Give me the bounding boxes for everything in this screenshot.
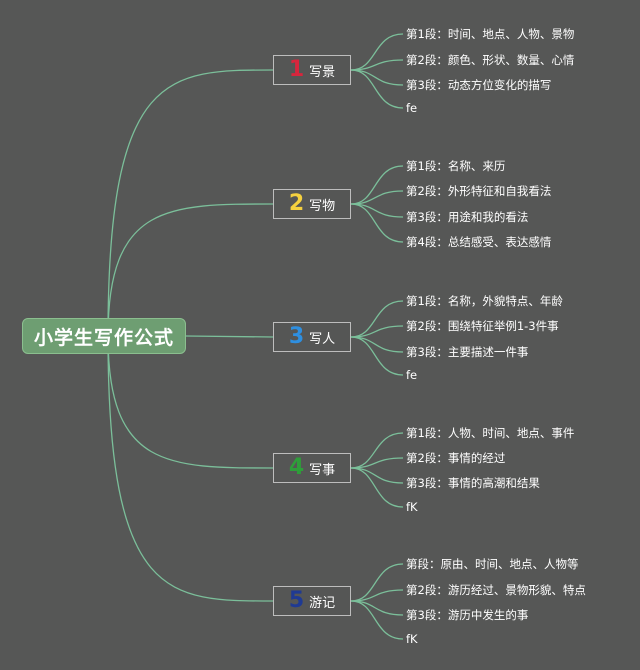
topic-label-4: 写事: [309, 462, 336, 478]
root-link-3: [185, 335, 274, 338]
leaf-link-5-3: [350, 600, 404, 616]
leaf-2-1[interactable]: 第1段：名称、来历: [406, 159, 506, 173]
leaf-3-1[interactable]: 第1段：名称，外貌特点、年龄: [406, 294, 563, 308]
topic-label-3: 写人: [309, 331, 336, 347]
topic-label-2: 写物: [309, 198, 336, 214]
leaf-4-4[interactable]: fK: [406, 500, 418, 514]
leaf-link-2-4: [350, 203, 404, 243]
root-node[interactable]: 小学生写作公式: [22, 318, 186, 354]
leaf-3-2[interactable]: 第2段：围绕特征举例1-3件事: [406, 319, 559, 333]
leaf-link-3-2: [350, 325, 404, 338]
leaf-link-1-4: [350, 69, 404, 109]
topic-number-4: 4: [288, 455, 305, 480]
leaf-1-3[interactable]: 第3段：动态方位变化的描写: [406, 78, 552, 92]
leaf-2-4[interactable]: 第4段：总结感受、表达感情: [406, 235, 552, 249]
leaf-3-4[interactable]: fe: [406, 368, 418, 382]
topic-label-5: 游记: [309, 595, 336, 611]
leaf-link-5-4: [350, 600, 404, 640]
leaf-link-1-3: [350, 69, 404, 86]
topic-node-1[interactable]: 1 写景: [273, 55, 351, 85]
leaf-link-3-4: [350, 336, 404, 376]
topic-number-2: 2: [288, 191, 305, 216]
leaf-2-3[interactable]: 第3段：用途和我的看法: [406, 210, 529, 224]
leaf-5-2[interactable]: 第2段：游历经过、景物形貌、特点: [406, 583, 586, 597]
leaf-4-1[interactable]: 第1段：人物、时间、地点、事件: [406, 426, 575, 440]
topic-node-4[interactable]: 4 写事: [273, 453, 351, 483]
leaf-2-2[interactable]: 第2段：外形特征和自我看法: [406, 184, 552, 198]
topic-node-3[interactable]: 3 写人: [273, 322, 351, 352]
root-label: 小学生写作公式: [33, 326, 174, 349]
root-link-1: [107, 69, 274, 337]
leaf-link-4-4: [350, 467, 404, 508]
leaf-link-3-1: [350, 300, 404, 338]
leaf-4-2[interactable]: 第2段：事情的经过: [406, 451, 506, 465]
leaf-5-1[interactable]: 第段：原由、时间、地点、人物等: [406, 557, 579, 571]
leaf-4-3[interactable]: 第3段：事情的高潮和结果: [406, 476, 540, 490]
topic-number-3: 3: [288, 324, 305, 349]
root-link-2: [107, 203, 274, 337]
leaf-1-4[interactable]: fe: [406, 101, 418, 115]
topic-number-1: 1: [288, 57, 305, 82]
leaf-5-4[interactable]: fK: [406, 632, 418, 646]
leaf-1-2[interactable]: 第2段：颜色、形状、数量、心情: [406, 53, 575, 67]
topic-label-1: 写景: [309, 64, 336, 80]
leaf-1-1[interactable]: 第1段：时间、地点、人物、景物: [406, 27, 575, 41]
leaf-link-3-3: [350, 336, 404, 353]
leaf-5-3[interactable]: 第3段：游历中发生的事: [406, 608, 529, 622]
topic-node-5[interactable]: 5 游记: [273, 586, 351, 616]
topic-node-2[interactable]: 2 写物: [273, 189, 351, 219]
leaf-link-2-2: [350, 190, 404, 205]
topic-number-5: 5: [288, 588, 305, 613]
leaf-link-5-1: [350, 563, 404, 602]
leaf-link-4-3: [350, 467, 404, 484]
root-link-4: [107, 335, 274, 469]
leaf-3-3[interactable]: 第3段：主要描述一件事: [406, 345, 529, 359]
leaf-link-2-1: [350, 165, 404, 205]
root-link-5: [107, 335, 274, 602]
